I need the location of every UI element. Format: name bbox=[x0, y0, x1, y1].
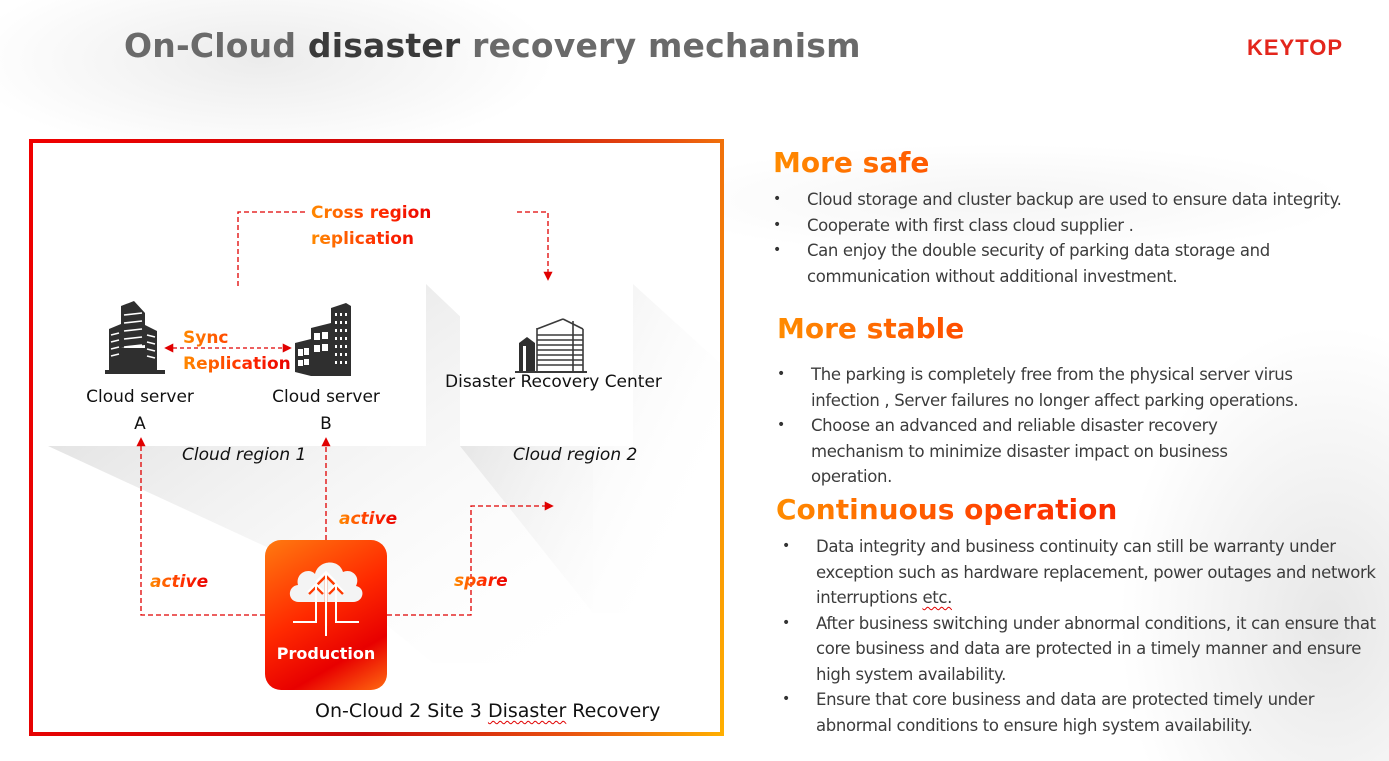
section-heading: More safe bbox=[773, 146, 1389, 179]
production-node: Production bbox=[265, 540, 387, 690]
list-item: •Can enjoy the double security of parkin… bbox=[773, 238, 1333, 289]
bullet-icon: • bbox=[777, 417, 785, 433]
title-part-1: On-Cloud bbox=[124, 26, 297, 65]
caption-part-2: Disaster bbox=[487, 700, 567, 722]
section-heading: More stable bbox=[777, 312, 1377, 345]
list-item: •After business switching under abnormal… bbox=[776, 611, 1376, 688]
diagram-caption: On-Cloud 2 Site 3 Disaster Recovery bbox=[315, 700, 660, 722]
drc-building-icon bbox=[515, 318, 587, 373]
server-a-label: Cloud server A bbox=[86, 387, 194, 434]
flow-line-to-server-a bbox=[136, 437, 265, 616]
bullet-icon: • bbox=[773, 191, 781, 207]
bullet-list: •Data integrity and business continuity … bbox=[776, 534, 1376, 738]
etc-text: etc. bbox=[922, 588, 952, 607]
production-label: Production bbox=[276, 644, 376, 663]
region2-label: Cloud region 2 bbox=[513, 445, 638, 465]
cross-region-label: Cross region replication bbox=[311, 200, 431, 252]
diagram-frame: Cross region replication Sync Replicatio… bbox=[29, 139, 724, 736]
title-part-3: recovery mechanism bbox=[472, 26, 861, 65]
bullet-icon: • bbox=[777, 366, 785, 382]
cloud-upload-icon bbox=[289, 562, 363, 636]
list-item: •Cooperate with first class cloud suppli… bbox=[773, 213, 1389, 239]
bullet-list: •Cloud storage and cluster backup are us… bbox=[773, 187, 1389, 289]
flow-label-spare: spare bbox=[454, 571, 508, 591]
keytop-logo: KEYTOP bbox=[1247, 35, 1344, 60]
bullet-icon: • bbox=[773, 216, 781, 233]
caption-part-3: Recovery bbox=[566, 700, 661, 722]
flow-line-spare bbox=[387, 501, 554, 616]
region1-label: Cloud region 1 bbox=[182, 445, 307, 465]
server-b-label: Cloud server B bbox=[272, 387, 380, 434]
bullet-list: •The parking is completely free from the… bbox=[777, 362, 1337, 490]
list-item: •Ensure that core business and data are … bbox=[776, 687, 1356, 738]
title-part-2: disaster bbox=[307, 26, 461, 65]
page-title: On-Cloud disaster recovery mechanism bbox=[124, 26, 861, 65]
list-item: •Choose an advanced and reliable disaste… bbox=[777, 413, 1277, 490]
section-more-stable: More stable •The parking is completely f… bbox=[777, 312, 1377, 490]
region1-shadow bbox=[48, 284, 593, 663]
list-item: •Cloud storage and cluster backup are us… bbox=[773, 187, 1389, 213]
server-a-skyscraper-icon bbox=[105, 301, 165, 374]
cross-region-arrow-line bbox=[517, 211, 553, 281]
caption-part-1: On-Cloud 2 Site 3 bbox=[315, 700, 488, 722]
region2-shadow bbox=[460, 284, 720, 613]
cross-region-line bbox=[237, 211, 305, 286]
section-continuous-operation: Continuous operation •Data integrity and… bbox=[776, 493, 1386, 738]
bullet-icon: • bbox=[782, 614, 790, 631]
section-heading: Continuous operation bbox=[776, 493, 1386, 526]
section-more-safe: More safe •Cloud storage and cluster bac… bbox=[773, 146, 1389, 289]
list-item: •The parking is completely free from the… bbox=[777, 362, 1337, 413]
bullet-icon: • bbox=[773, 242, 781, 258]
flow-label-active-a: active bbox=[150, 572, 209, 592]
bullet-icon: • bbox=[782, 538, 790, 554]
server-b-tower-icon bbox=[295, 303, 351, 376]
sync-replication-label: Sync Replication bbox=[183, 325, 291, 377]
list-item: •Data integrity and business continuity … bbox=[776, 534, 1376, 611]
flow-label-active-b: active bbox=[339, 509, 398, 529]
bullet-icon: • bbox=[782, 691, 790, 707]
diagram-graphics bbox=[48, 211, 720, 663]
drc-label: Disaster Recovery Center bbox=[445, 372, 662, 392]
